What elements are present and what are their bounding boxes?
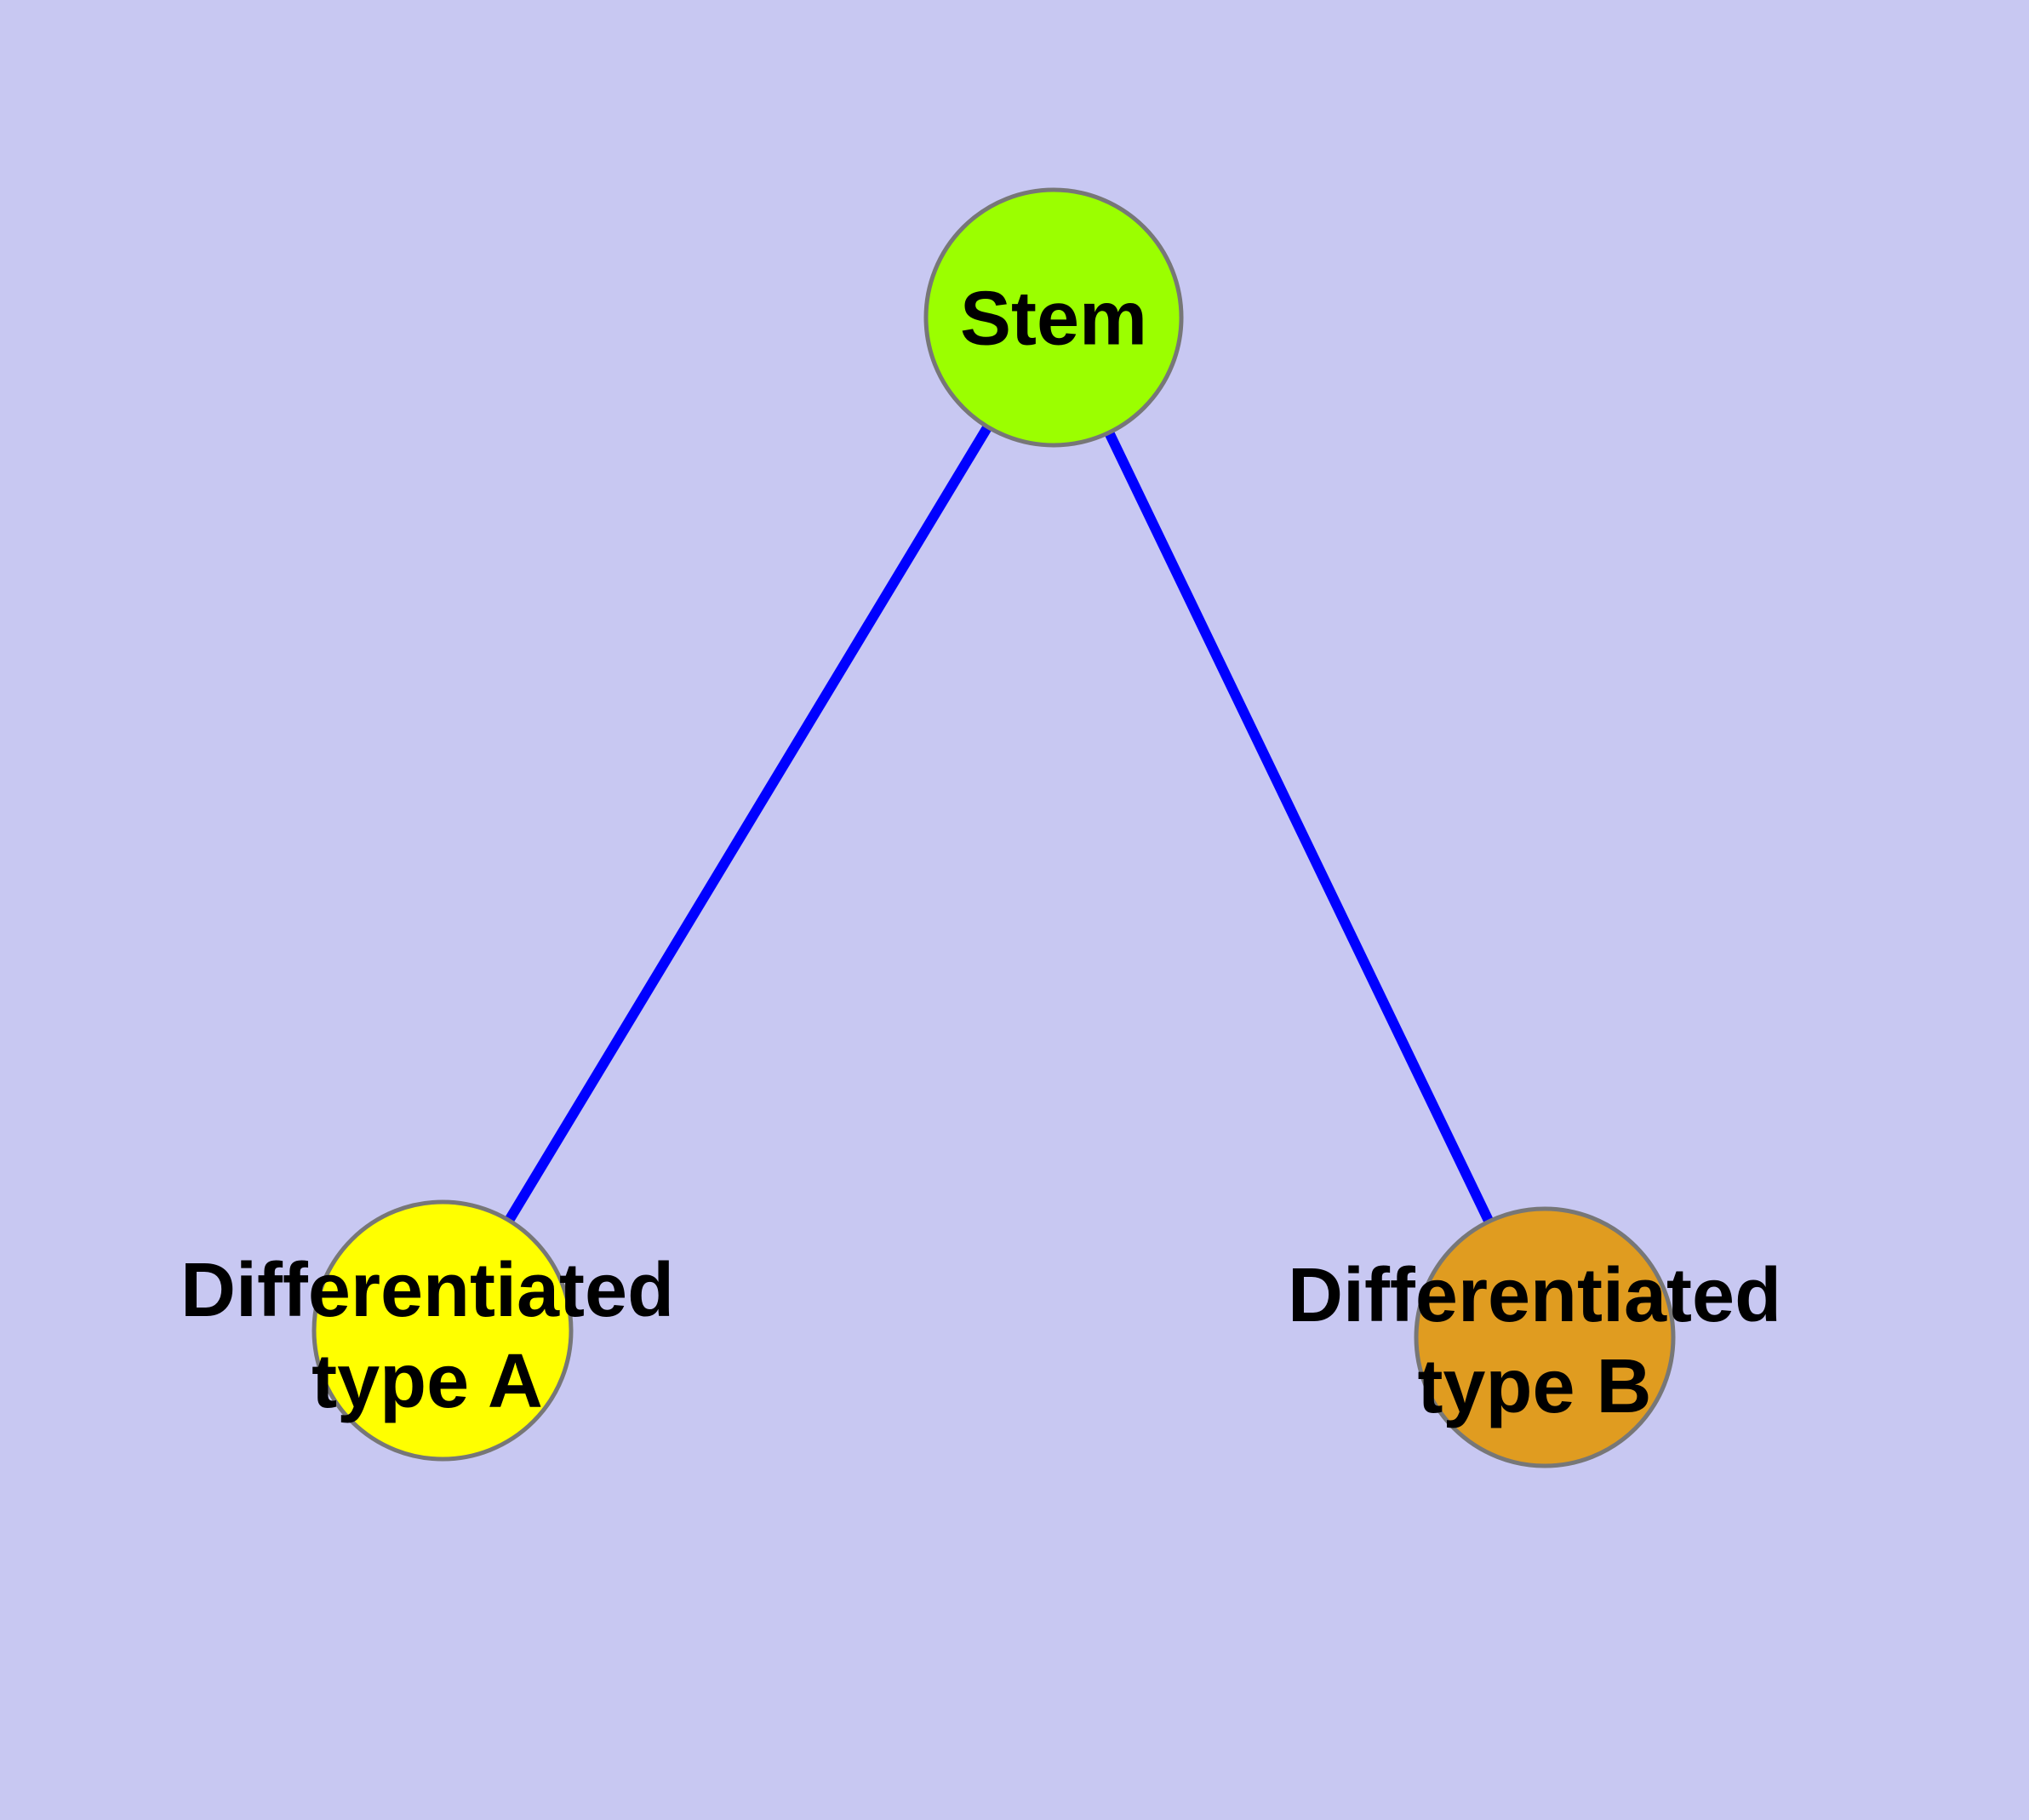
node-stem-label: Stem (959, 276, 1148, 362)
edge-stem-to-type-b (1049, 315, 1550, 1340)
node-differentiated-type-b (1414, 1206, 1676, 1468)
node-differentiated-type-a (311, 1199, 574, 1462)
node-differentiated-type-a-label: Differentiated type A (180, 1248, 675, 1424)
edge-stem-to-type-a (437, 314, 1059, 1334)
node-stem (923, 187, 1184, 448)
node-differentiated-type-b-label: Differentiated type B (1287, 1253, 1782, 1429)
